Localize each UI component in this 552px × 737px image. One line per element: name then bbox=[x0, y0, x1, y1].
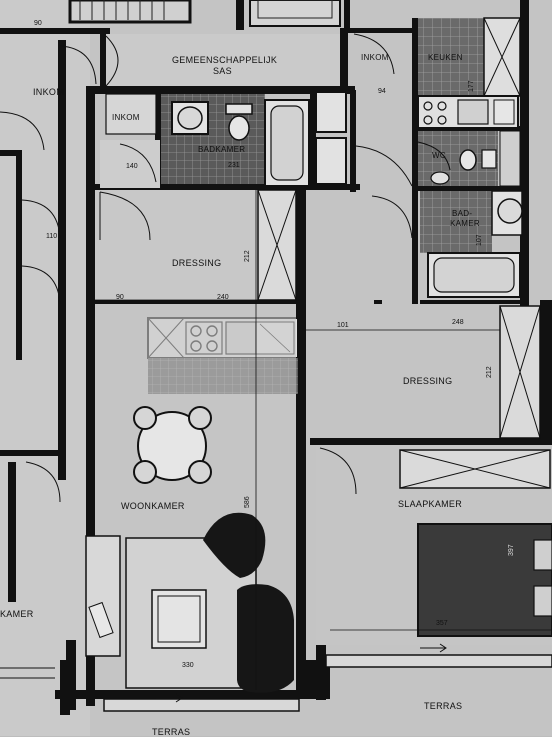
room-label-sas: SAS bbox=[213, 66, 232, 76]
room-label-terras-right: TERRAS bbox=[424, 701, 463, 711]
dim-330: 330 bbox=[182, 662, 194, 669]
dressing-right-room bbox=[306, 304, 541, 439]
dim-107: 107 bbox=[476, 234, 483, 246]
room-label-slaapkamer: SLAAPKAMER bbox=[398, 499, 463, 509]
dim-101: 101 bbox=[337, 322, 349, 329]
dim-177: 177 bbox=[468, 80, 475, 92]
dim-212-left: 212 bbox=[244, 250, 251, 262]
slaapkamer-room bbox=[316, 445, 552, 668]
room-label-dressing-right: DRESSING bbox=[403, 376, 453, 386]
dim-357: 357 bbox=[436, 620, 448, 627]
room-label-bad: BAD- bbox=[452, 209, 473, 218]
room-label-kamer-left: KAMER bbox=[0, 609, 34, 619]
dim-586: 586 bbox=[244, 496, 251, 508]
room-label-keuken: KEUKEN bbox=[428, 53, 463, 62]
room-label-woonkamer: WOONKAMER bbox=[121, 501, 185, 511]
dim-90: 90 bbox=[116, 294, 124, 301]
woonkamer-room bbox=[85, 190, 296, 693]
dim-397: 397 bbox=[508, 544, 515, 556]
keuken-room bbox=[417, 17, 521, 129]
dim-240: 240 bbox=[217, 294, 229, 301]
room-label-terras-bottom: TERRAS bbox=[152, 727, 191, 737]
room-label-inkom-small: INKOM bbox=[112, 113, 140, 122]
dim-248: 248 bbox=[452, 319, 464, 326]
room-label-badkamer: BADKAMER bbox=[198, 145, 246, 154]
dim-212-right: 212 bbox=[486, 366, 493, 378]
dim-231: 231 bbox=[228, 162, 240, 169]
room-label-kamer-bad: KAMER bbox=[450, 219, 480, 228]
dim-110: 110 bbox=[46, 233, 58, 240]
dressing-left-room bbox=[95, 189, 297, 301]
room-label-dressing-left: DRESSING bbox=[172, 258, 222, 268]
bad-kamer-room bbox=[420, 190, 523, 298]
staircase bbox=[68, 0, 341, 27]
dim-90-top: 90 bbox=[34, 20, 42, 27]
door-swings bbox=[0, 33, 451, 503]
room-label-gemeenschappelijk: GEMEENSCHAPPELIJK bbox=[172, 55, 278, 65]
dim-140: 140 bbox=[126, 163, 138, 170]
wc-room bbox=[418, 130, 521, 187]
room-label-inkom-left: INKOM bbox=[33, 87, 65, 97]
room-label-inkom-right: INKOM bbox=[361, 53, 389, 62]
dim-94: 94 bbox=[378, 88, 386, 95]
room-label-wc: WC bbox=[432, 151, 446, 160]
badkamer-room bbox=[161, 91, 347, 187]
